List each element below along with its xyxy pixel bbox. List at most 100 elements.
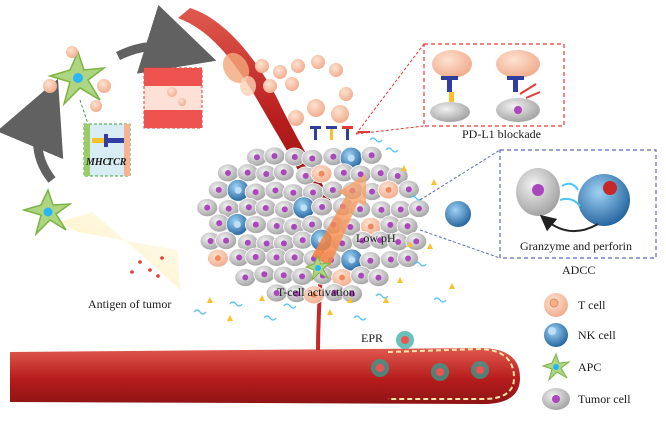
- cell-nucleus: [253, 154, 260, 161]
- ligand-strand: [369, 137, 383, 143]
- cell-nucleus: [261, 271, 268, 278]
- cell-nucleus: [273, 289, 280, 296]
- cell-nucleus: [262, 204, 269, 211]
- antigen-dots: [130, 256, 164, 278]
- cell-nucleus: [233, 220, 241, 228]
- cell-nucleus: [293, 290, 300, 297]
- cell-nucleus: [348, 256, 356, 264]
- cell-nucleus: [280, 240, 287, 247]
- legend-tumor-cell-icon: [542, 388, 570, 410]
- antibody-marker: [407, 241, 413, 247]
- legend-tumor-cell-label: Tumor cell: [578, 392, 631, 406]
- cell-nucleus: [242, 274, 249, 281]
- ligand-strand: [353, 315, 367, 321]
- cell-nucleus: [405, 186, 412, 193]
- cell-nucleus: [224, 169, 231, 176]
- ligand-strand: [283, 303, 297, 309]
- cell-nucleus: [404, 223, 411, 230]
- cell-nucleus: [340, 169, 347, 176]
- t-cell-activation-label: T-cell activation: [277, 285, 355, 299]
- cell-nucleus: [309, 155, 316, 162]
- cell-nucleus: [369, 188, 376, 195]
- cell-nucleus: [204, 204, 211, 211]
- cell-nucleus: [347, 223, 354, 230]
- cell-nucleus: [252, 189, 259, 196]
- cell-nucleus: [272, 187, 279, 194]
- cell-nucleus: [375, 274, 382, 281]
- cell-nucleus: [299, 237, 306, 244]
- legend-nk-cell-icon: [544, 323, 568, 347]
- cell-nucleus: [394, 172, 401, 179]
- cell-nucleus: [309, 221, 316, 228]
- cell-nucleus: [378, 206, 385, 213]
- cell-nucleus: [207, 238, 214, 245]
- cell-nucleus: [310, 291, 317, 298]
- cell-nucleus: [397, 206, 404, 213]
- antibody-marker: [397, 277, 403, 283]
- cell-nucleus: [339, 274, 346, 281]
- cell-nucleus: [385, 186, 392, 193]
- cell-nucleus: [405, 255, 412, 262]
- cell-nucleus: [359, 237, 366, 244]
- cell-nucleus: [263, 240, 270, 247]
- epr-label: EPR: [361, 331, 384, 345]
- cell-nucleus: [302, 172, 309, 179]
- cycle-arrow-left: [0, 78, 64, 183]
- floating-t-cells: [255, 55, 353, 126]
- cell-nucleus: [387, 221, 394, 228]
- antigen-fan-arrow: [60, 212, 180, 290]
- cell-nucleus: [291, 254, 298, 261]
- cell-nucleus: [244, 239, 251, 246]
- cell-nucleus: [319, 203, 326, 210]
- cell-nucleus: [252, 254, 259, 261]
- cell-nucleus: [273, 222, 280, 229]
- adcc-label: ADCC: [562, 263, 596, 277]
- cell-nucleus: [367, 223, 374, 230]
- cell-nucleus: [309, 189, 316, 196]
- cell-nucleus: [263, 170, 270, 177]
- antibodies: [193, 137, 455, 321]
- cell-nucleus: [280, 272, 287, 279]
- cell-nucleus: [300, 204, 308, 212]
- cell-nucleus: [330, 153, 337, 160]
- adcc-inset: [419, 149, 657, 259]
- antibody-marker: [327, 309, 333, 315]
- apc-left: [21, 187, 73, 237]
- tcr-label: TCR: [107, 157, 127, 168]
- ligand-strand: [263, 315, 277, 321]
- cell-nucleus: [223, 237, 230, 244]
- cell-nucleus: [271, 152, 278, 159]
- cell-nucleus: [290, 189, 297, 196]
- antibody-marker: [207, 297, 213, 303]
- cell-nucleus: [244, 169, 251, 176]
- cell-nucleus: [252, 221, 259, 228]
- cell-nucleus: [339, 240, 346, 247]
- apc-tumor: [304, 254, 332, 282]
- vessel-wall-inset: [143, 67, 203, 129]
- cell-nucleus: [299, 273, 306, 280]
- cell-nucleus: [273, 254, 280, 261]
- ligand-strand: [375, 293, 389, 299]
- ligand-strand: [193, 309, 207, 315]
- cell-nucleus: [358, 272, 365, 279]
- antibody-marker: [227, 315, 233, 321]
- cell-nucleus: [215, 186, 222, 193]
- legend-apc-icon: [541, 352, 571, 382]
- cell-nucleus: [357, 171, 364, 178]
- ligand-strand: [385, 147, 399, 153]
- cell-nucleus: [281, 206, 288, 213]
- cell-nucleus: [368, 152, 375, 159]
- antibody-marker: [259, 295, 265, 301]
- cell-nucleus: [236, 254, 243, 261]
- legend-apc-label: APC: [578, 360, 602, 374]
- mhc-label: MHC: [86, 157, 110, 168]
- tumor-mass: [196, 145, 430, 305]
- legend-t-cell-icon: [544, 293, 568, 317]
- epr-particles: [371, 331, 489, 381]
- cell-nucleus: [245, 204, 252, 211]
- apc-top: [47, 49, 107, 107]
- cell-nucleus: [214, 255, 221, 262]
- cell-nucleus: [415, 205, 422, 212]
